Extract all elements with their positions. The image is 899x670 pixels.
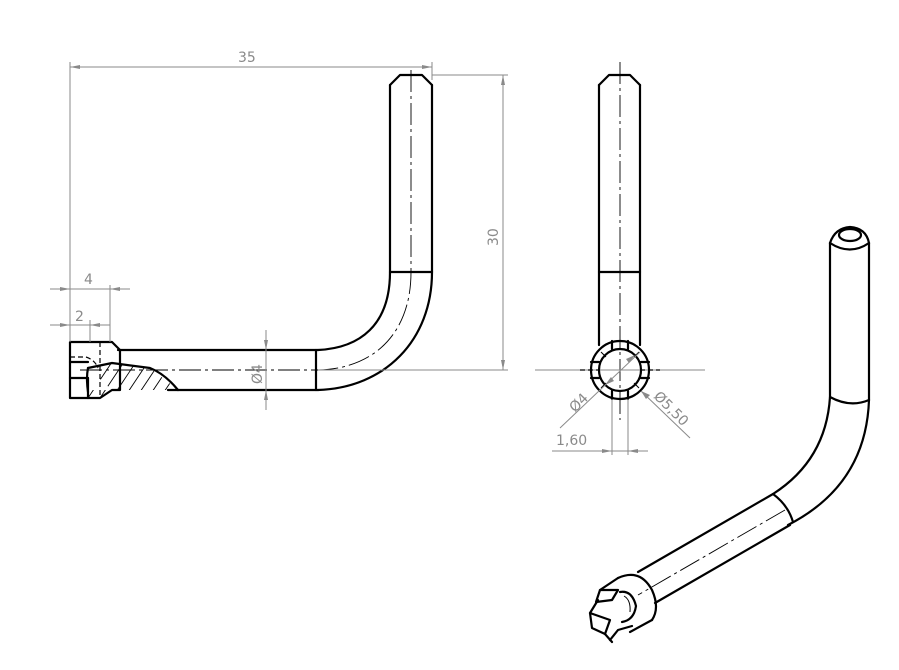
dim-outer-diameter: Ø5,50 [650,389,691,430]
dim-inner-diameter: Ø4 [567,390,592,415]
front-dimensions: 35 30 4 2 Ø4 [50,50,508,410]
dim-shaft-diameter: Ø4 [250,364,266,384]
dim-overall-length: 35 [238,50,256,66]
isometric-view [588,225,871,644]
dim-overall-height: 30 [486,228,502,246]
side-view [535,62,705,420]
dim-slot-width: 1,60 [556,433,587,449]
front-view [68,70,434,400]
dim-head-length: 4 [84,272,93,288]
dim-slot-depth: 2 [75,309,84,325]
side-dimensions: Ø4 Ø5,50 1,60 [552,351,691,455]
